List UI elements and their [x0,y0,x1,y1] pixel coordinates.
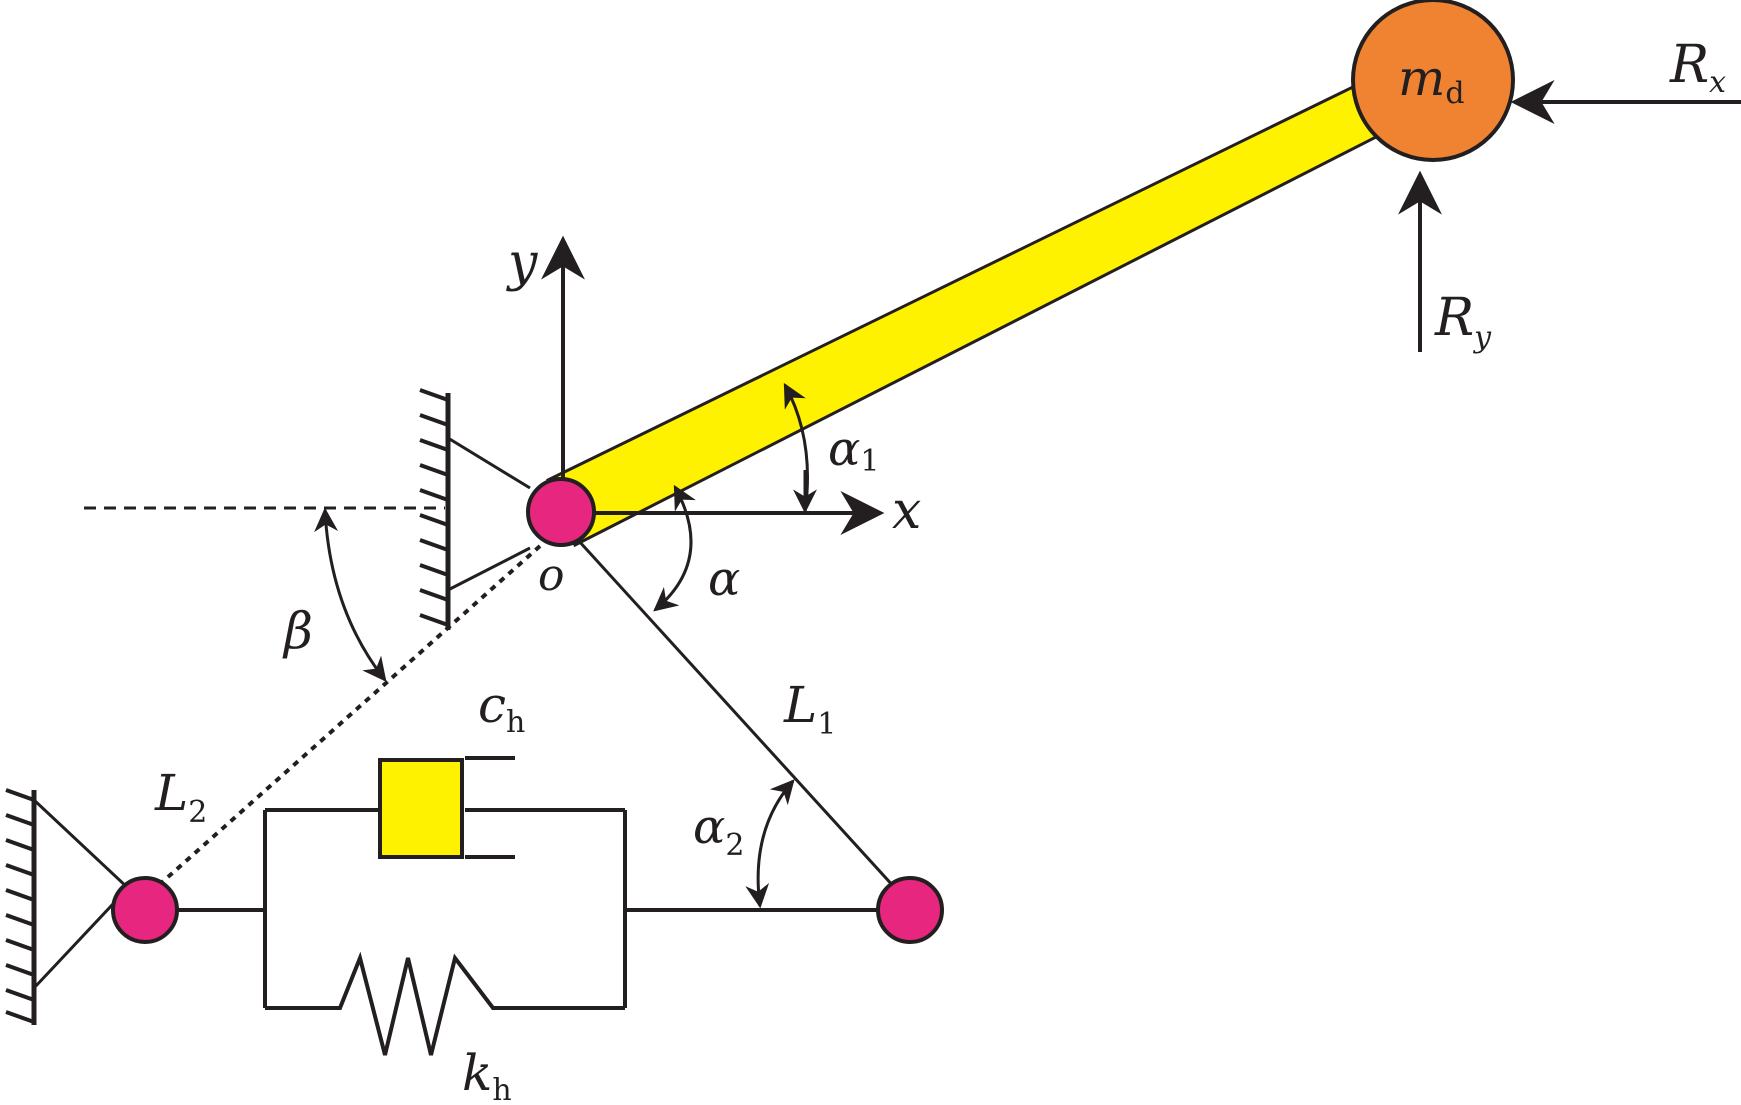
label-md: md [1398,49,1465,111]
label-l2: L2 [154,764,207,830]
mass-md [1351,0,1515,162]
lower-ground-support [5,788,131,1025]
label-kh: kh [462,1044,512,1105]
label-ry: Ry [1434,288,1492,355]
label-alpha1: α1 [828,421,880,479]
label-alpha2: α2 [693,799,745,863]
pivot-lower-right [876,876,944,944]
label-x-axis: x [892,481,921,541]
alpha2-angle-arc [745,779,795,909]
label-y-axis: y [506,233,538,293]
link-l1 [576,538,897,890]
yellow-beam [546,82,1382,548]
label-ch: ch [478,676,525,740]
label-beta: β [282,602,313,660]
pivot-lower-left [111,876,179,944]
label-alpha: α [708,551,740,607]
label-origin: o [538,550,565,601]
upper-ground-support [419,388,531,630]
spring-zigzag [265,951,625,1056]
pivot-origin [526,477,596,547]
label-rx: Rx [1669,35,1726,100]
spring-damper-assembly [175,756,878,1056]
alpha-angle-arc [653,484,696,612]
damper-piston [378,758,464,859]
beta-angle-arc [314,507,387,682]
label-l1: L1 [783,676,836,742]
